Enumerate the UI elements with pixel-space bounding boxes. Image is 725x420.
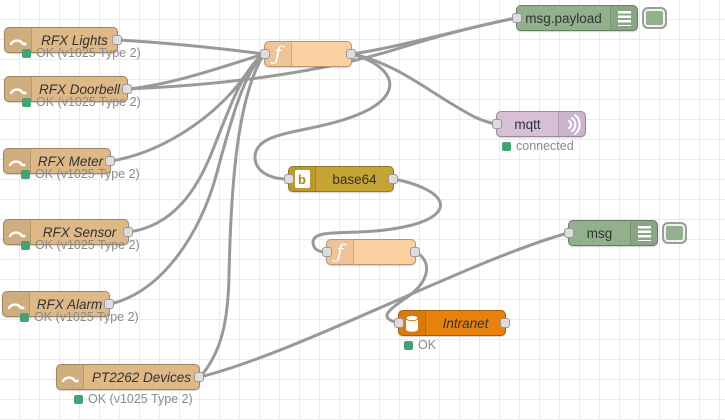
status-dot-icon bbox=[22, 48, 31, 58]
rfx-antenna-icon bbox=[8, 160, 26, 167]
wire-function2-intranet[interactable] bbox=[385, 250, 428, 325]
wire-function1-msgpayload[interactable] bbox=[350, 16, 518, 56]
status-dot-icon bbox=[21, 169, 30, 179]
input-port[interactable] bbox=[394, 318, 404, 328]
node-status: OK (v1025 Type 2) bbox=[74, 392, 193, 406]
input-port[interactable] bbox=[284, 174, 294, 184]
wire-pt2262-function1[interactable] bbox=[198, 52, 266, 379]
output-port[interactable] bbox=[388, 174, 398, 184]
node-pt2262-devices[interactable]: PT2262 Devices bbox=[56, 364, 204, 390]
rfx-antenna-icon bbox=[8, 231, 26, 238]
node-label: Intranet bbox=[442, 315, 489, 331]
node-label: PT2262 Devices bbox=[91, 369, 192, 385]
status-dot-icon bbox=[74, 394, 83, 404]
function-icon: ƒ bbox=[274, 41, 282, 65]
node-label: mqtt bbox=[514, 116, 541, 132]
status-dot-icon bbox=[21, 240, 30, 250]
status-text: OK (v1025 Type 2) bbox=[36, 95, 141, 109]
node-label: RFX Doorbell bbox=[38, 81, 121, 97]
status-dot-icon bbox=[22, 97, 31, 107]
status-text: OK (v1025 Type 2) bbox=[35, 238, 140, 252]
node-label: RFX Alarm bbox=[36, 296, 103, 312]
wire-function1-base64[interactable] bbox=[253, 52, 392, 181]
input-port[interactable] bbox=[564, 228, 574, 238]
node-debug-msg[interactable]: msg bbox=[564, 220, 658, 246]
wire-function1-mqtt[interactable] bbox=[350, 52, 498, 126]
function-icon: ƒ bbox=[336, 239, 344, 263]
rfx-antenna-icon bbox=[9, 39, 27, 46]
wire-rfx-lights-function1[interactable] bbox=[116, 38, 266, 56]
output-port[interactable] bbox=[122, 84, 132, 94]
node-function-1[interactable]: ƒ bbox=[260, 41, 356, 67]
debug-list-icon bbox=[637, 225, 651, 241]
input-port[interactable] bbox=[512, 13, 522, 23]
node-debug-msg-payload[interactable]: msg.payload bbox=[512, 5, 638, 31]
debug-toggle-button[interactable] bbox=[662, 222, 687, 244]
output-port[interactable] bbox=[194, 372, 204, 382]
node-label: msg.payload bbox=[525, 10, 602, 26]
status-text: OK (v1025 Type 2) bbox=[35, 167, 140, 181]
wire-pt2262-msg[interactable] bbox=[198, 231, 570, 379]
node-status: OK (v1025 Type 2) bbox=[21, 238, 140, 252]
wire-base64-function2[interactable] bbox=[311, 177, 442, 254]
status-dot-icon bbox=[502, 141, 511, 151]
output-port[interactable] bbox=[500, 318, 510, 328]
input-port[interactable] bbox=[322, 247, 332, 257]
node-status: OK (v1025 Type 2) bbox=[22, 46, 141, 60]
rfx-antenna-icon bbox=[9, 88, 27, 95]
node-status: OK (v1025 Type 2) bbox=[22, 95, 141, 109]
status-text: connected bbox=[516, 139, 574, 153]
mqtt-signal-icon bbox=[568, 114, 581, 135]
node-function-2[interactable]: ƒ bbox=[322, 239, 420, 265]
node-label: RFX Sensor bbox=[42, 224, 117, 240]
output-port[interactable] bbox=[346, 49, 356, 59]
wire-rfx-alarm-function1[interactable] bbox=[108, 52, 266, 306]
status-text: OK (v1025 Type 2) bbox=[36, 46, 141, 60]
node-label: msg bbox=[586, 225, 613, 241]
node-label bbox=[354, 240, 415, 264]
debug-list-icon bbox=[617, 10, 631, 26]
rfx-antenna-icon bbox=[61, 376, 79, 383]
status-dot-icon bbox=[20, 312, 29, 322]
database-icon bbox=[405, 314, 419, 332]
node-status: OK bbox=[404, 338, 436, 352]
output-port[interactable] bbox=[104, 299, 114, 309]
node-label: base64 bbox=[332, 171, 377, 187]
node-mqtt[interactable]: mqtt bbox=[492, 111, 586, 137]
status-dot-icon bbox=[404, 340, 413, 350]
node-status: OK (v1025 Type 2) bbox=[21, 167, 140, 181]
input-port[interactable] bbox=[260, 49, 270, 59]
output-port[interactable] bbox=[123, 227, 133, 237]
node-label: RFX Meter bbox=[37, 153, 104, 169]
node-rfx-meter[interactable]: RFX Meter bbox=[3, 148, 115, 174]
node-rfx-lights[interactable]: RFX Lights bbox=[4, 27, 122, 53]
input-port[interactable] bbox=[492, 119, 502, 129]
node-base64[interactable]: b base64 bbox=[284, 166, 398, 192]
rfx-antenna-icon bbox=[7, 303, 25, 310]
output-port[interactable] bbox=[410, 247, 420, 257]
node-status: connected bbox=[502, 139, 574, 153]
debug-toggle-button[interactable] bbox=[642, 7, 667, 29]
base64-icon: b bbox=[294, 170, 310, 188]
wire-rfx-sensor-function1[interactable] bbox=[127, 52, 266, 234]
node-status: OK (v1025 Type 2) bbox=[20, 310, 139, 324]
node-label bbox=[292, 42, 351, 66]
status-text: OK (v1025 Type 2) bbox=[88, 392, 193, 406]
node-intranet[interactable]: Intranet bbox=[394, 310, 510, 336]
output-port[interactable] bbox=[112, 35, 122, 45]
node-label: RFX Lights bbox=[41, 32, 108, 48]
status-text: OK (v1025 Type 2) bbox=[34, 310, 139, 324]
status-text: OK bbox=[418, 338, 437, 352]
output-port[interactable] bbox=[105, 156, 115, 166]
